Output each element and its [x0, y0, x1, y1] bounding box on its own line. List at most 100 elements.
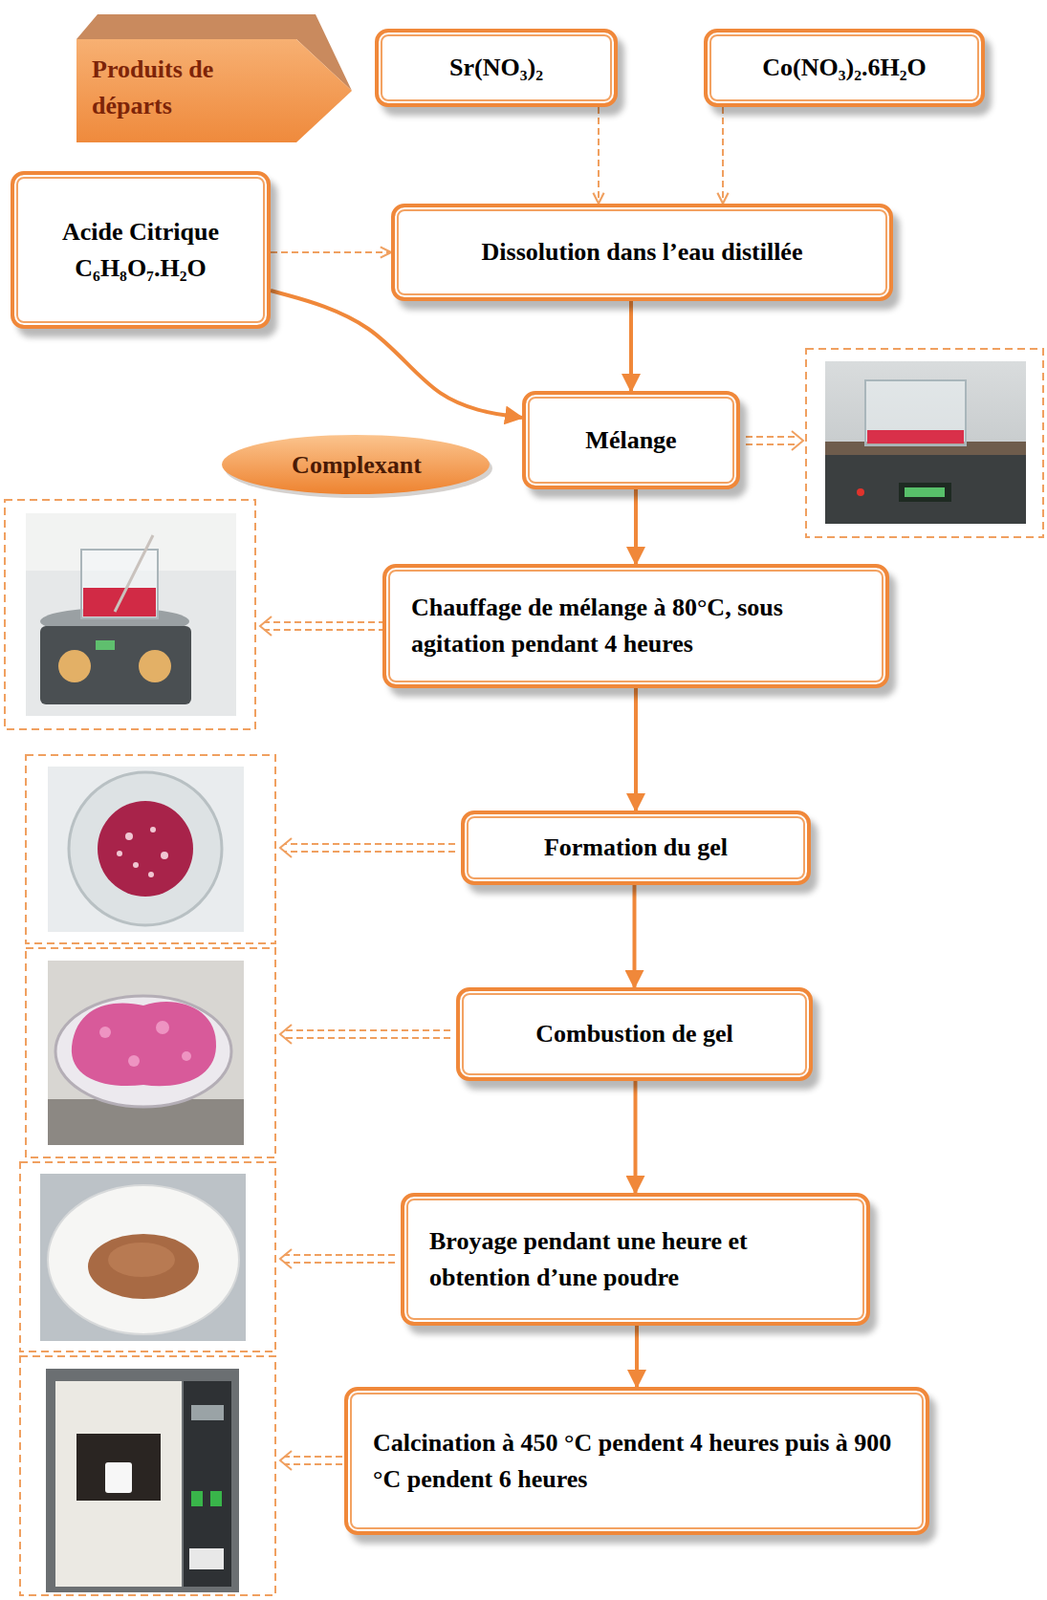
arrow-front-face [76, 39, 352, 143]
photo-furnace [20, 1356, 276, 1596]
beaker [81, 549, 158, 619]
foam-speck [155, 1021, 170, 1035]
photo-background [40, 1174, 246, 1342]
hotplate-display [898, 482, 952, 502]
gel-bubble [125, 832, 133, 841]
gel-bubble [132, 862, 139, 869]
photo-frame [25, 755, 276, 944]
photo-heating [4, 500, 256, 730]
furnace-switch [210, 1491, 222, 1507]
box-label: Combustion de gel [535, 1016, 734, 1053]
furnace-label [189, 1548, 224, 1571]
gel-bubble [116, 850, 123, 857]
photo-powder [20, 1162, 276, 1353]
photo-mixing [806, 349, 1044, 538]
leader-arrow [263, 622, 386, 631]
process-box: Mélange [522, 391, 741, 490]
hotplate-panel [40, 626, 192, 705]
gel-bubble [150, 827, 156, 833]
hotplate-dial [58, 650, 91, 683]
photo-frame [25, 948, 276, 1158]
reagent-box: Co(NO₃)₂.6H₂O [703, 28, 985, 108]
foam-speck [128, 1055, 140, 1068]
photo-background [45, 1369, 240, 1593]
photo-frame [4, 500, 256, 730]
start-label-arrow: Produits de départs [76, 10, 352, 143]
leader-arrow-head [791, 431, 804, 451]
furnace-control-panel [183, 1381, 232, 1588]
box-label: Co(NO₃)₂.6H₂O [762, 49, 926, 87]
dashed-arrow [270, 251, 392, 254]
process-box: Combustion de gel [456, 987, 813, 1082]
red-solution [867, 430, 964, 444]
photo-background [47, 766, 244, 933]
crucible [105, 1462, 132, 1494]
leader-arrow-head [280, 1025, 292, 1045]
indicator-light [856, 488, 865, 497]
leader-arrow-head [280, 838, 292, 858]
process-box: Formation du gel [460, 810, 811, 886]
beaker [865, 380, 966, 446]
box-label: Dissolution dans l’eau distillée [481, 234, 804, 271]
foam-speck [99, 1026, 111, 1039]
furnace-body [55, 1381, 182, 1588]
hotplate-body [825, 449, 1026, 524]
box-label: Broyage pendant une heure et obtention d… [429, 1223, 842, 1296]
hotplate-switch [95, 640, 115, 651]
flow-arrow [632, 885, 637, 988]
flow-arrow [633, 489, 638, 565]
shape-label: Produits de départs [91, 51, 285, 124]
stirring-rod [114, 535, 153, 612]
furnace-display [191, 1405, 224, 1421]
gel-bubble [148, 872, 154, 878]
box-label: Sr(NO₃)₂ [449, 49, 544, 87]
hotplate-dial [138, 650, 172, 683]
box-label: Formation du gel [544, 829, 728, 867]
flow-arrow [633, 1081, 638, 1194]
photo-combustion [25, 948, 276, 1158]
furnace-chamber [76, 1434, 161, 1502]
box-label: Mélange [585, 422, 677, 459]
flow-arrow [270, 290, 523, 418]
process-box: Chauffage de mélange à 80°C, sous agitat… [382, 564, 890, 689]
photo-frame [20, 1162, 276, 1353]
leader-arrow [283, 1457, 343, 1465]
leader-arrow [283, 1030, 451, 1039]
brown-powder [87, 1234, 199, 1300]
furnace-switch [191, 1491, 203, 1507]
photo-frame [806, 349, 1044, 538]
flow-arrow [634, 1326, 639, 1388]
role-ellipse: Complexant [218, 432, 495, 500]
leader-arrow-head [280, 1451, 292, 1471]
dashed-arrow [721, 107, 724, 204]
pink-foam [71, 1002, 217, 1087]
dashed-arrow [597, 107, 600, 204]
leader-arrow-head [260, 616, 272, 636]
leader-arrow-head [280, 1249, 292, 1269]
process-box: Dissolution dans l’eau distillée [391, 203, 894, 302]
brown-powder-top [108, 1243, 175, 1278]
shape-label: Complexant [291, 447, 422, 484]
box-label: Acide Citrique C₆H₈O₇.H₂O [59, 214, 222, 286]
leader-arrow [283, 1255, 395, 1264]
photo-gel [25, 755, 276, 944]
foam-speck [181, 1051, 192, 1062]
gel-bubble [160, 851, 169, 860]
flow-arrow [629, 301, 633, 392]
petri-dish [68, 772, 222, 926]
mortar-bowl [47, 1185, 240, 1335]
reagent-box: Sr(NO₃)₂ [374, 28, 618, 108]
flow-arrow [633, 688, 638, 811]
red-gel [97, 801, 194, 897]
reagent-box: Acide Citrique C₆H₈O₇.H₂O [10, 171, 271, 329]
hotplate-display-digits [904, 487, 945, 498]
photo-background [25, 513, 237, 717]
leader-arrow [283, 844, 456, 852]
leader-arrow [745, 436, 800, 445]
box-label: Calcination à 450 °C pendent 4 heures pu… [372, 1425, 901, 1498]
box-label: Chauffage de mélange à 80°C, sous agitat… [411, 589, 861, 662]
photo-frame [20, 1356, 276, 1596]
process-box: Calcination à 450 °C pendent 4 heures pu… [344, 1387, 930, 1536]
photo-background [825, 361, 1026, 524]
